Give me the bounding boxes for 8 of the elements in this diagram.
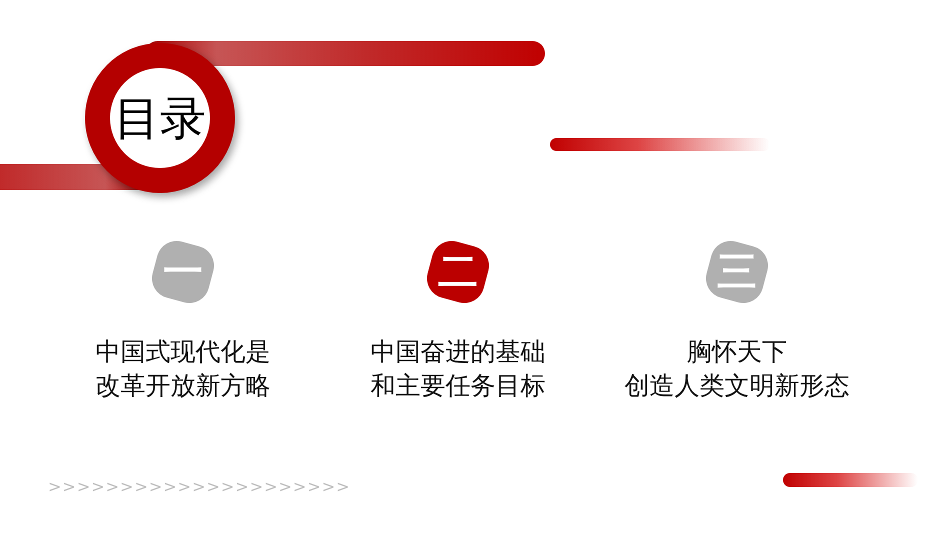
caption-text: 胸怀天下 — [686, 336, 788, 368]
chevron-text: >>>>>>>>>>>>>>>>>>>>> — [48, 477, 351, 496]
caption-text: 改革开放新方略 — [94, 370, 272, 402]
title-ring: 目录 — [85, 43, 235, 193]
caption-text: 创造人类文明新形态 — [624, 370, 850, 402]
caption-text: 和主要任务目标 — [370, 370, 546, 402]
caption-text: 中国奋进的基础 — [370, 336, 546, 368]
caption-text: 中国式现代化是 — [94, 336, 272, 368]
